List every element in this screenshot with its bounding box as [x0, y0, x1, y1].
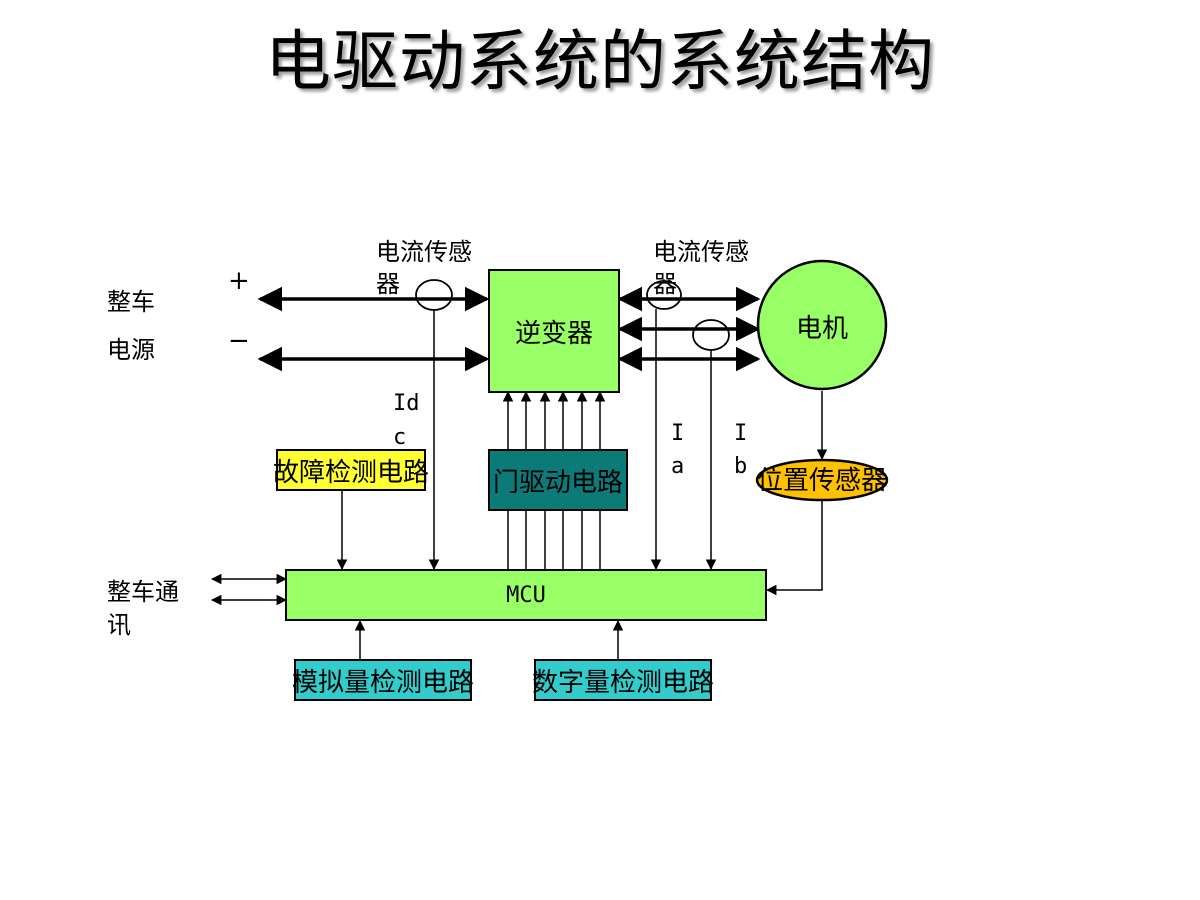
- position-sensor-ellipse: [755, 458, 889, 502]
- idc-label-line1: Id: [393, 391, 420, 416]
- position-sensor-label: 位置传感器: [756, 466, 887, 496]
- minus-sign: −: [228, 326, 250, 356]
- position-signal: [765, 501, 823, 596]
- ib-label-line2: b: [734, 454, 748, 479]
- analog-detection-block: 模拟量检测电路: [292, 659, 474, 701]
- current-sensor-left-label-line1: 电流传感: [376, 238, 472, 266]
- gate-signals-upper: [502, 390, 606, 449]
- current-sensor-phase-a: [646, 280, 682, 310]
- motor-circle: [756, 259, 888, 391]
- vehicle-power-label-line2: 电源: [107, 336, 155, 364]
- current-sensor-right-label-line1: 电流传感: [653, 238, 749, 266]
- page-title: 电驱动系统的系统结构: [265, 23, 935, 100]
- digital-detection-block: 数字量检测电路: [532, 659, 714, 701]
- vehicle-comm-label-line1: 整车通: [107, 578, 179, 606]
- current-sensor-dc: [415, 279, 453, 311]
- idc-label-line2: c: [393, 425, 407, 450]
- ia-label-line1: I: [671, 421, 685, 446]
- vehicle-power-label-line1: 整车: [107, 288, 155, 316]
- inverter-block: 逆变器: [488, 269, 620, 393]
- gate-driver-block: 门驱动电路: [488, 449, 628, 511]
- current-sensor-left-label-line2: 器: [376, 270, 400, 298]
- fault-detection-block: 故障检测电路: [273, 449, 429, 491]
- mcu-block: MCU: [285, 569, 767, 621]
- ib-label-line1: I: [734, 421, 748, 446]
- motor-label: 电机: [796, 314, 849, 344]
- current-sensor-phase-b: [692, 319, 730, 351]
- current-sensor-right-label-line2: 器: [653, 270, 677, 298]
- gate-signals-lower: [507, 510, 601, 570]
- vehicle-comm-label-line2: 讯: [107, 611, 131, 639]
- plus-sign: +: [228, 266, 250, 296]
- ia-label-line2: a: [671, 454, 685, 479]
